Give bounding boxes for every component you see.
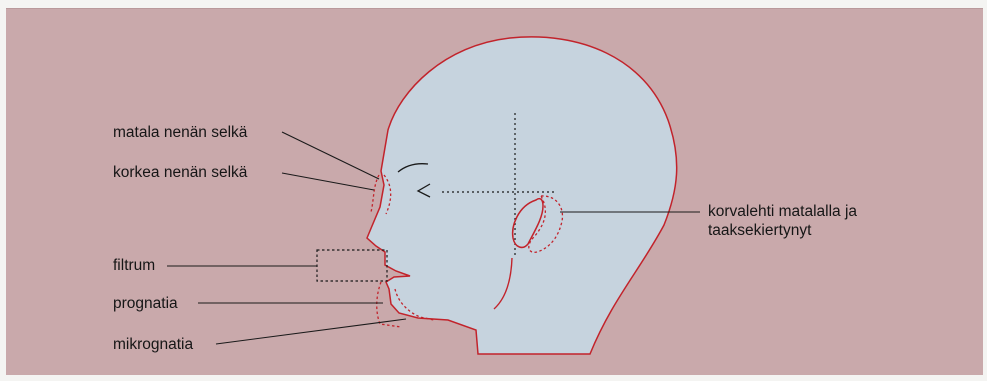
label-ear-line2: taaksekiertynyt [708, 222, 811, 240]
label-low-nasal-bridge: matala nenän selkä [113, 124, 247, 142]
philtrum-box [317, 250, 387, 281]
low-nasal-bridge-outline [371, 175, 379, 212]
label-high-nasal-bridge: korkea nenän selkä [113, 164, 247, 182]
label-prognathia: prognatia [113, 295, 178, 313]
leader-micrognathia [216, 319, 406, 344]
leader-high-nasal-bridge [282, 173, 374, 190]
leader-low-nasal-bridge [282, 132, 379, 179]
label-philtrum: filtrum [113, 257, 155, 275]
head-profile [367, 37, 677, 354]
label-micrognathia: mikrognatia [113, 336, 193, 354]
label-ear-line1: korvalehti matalalla ja [708, 203, 857, 221]
